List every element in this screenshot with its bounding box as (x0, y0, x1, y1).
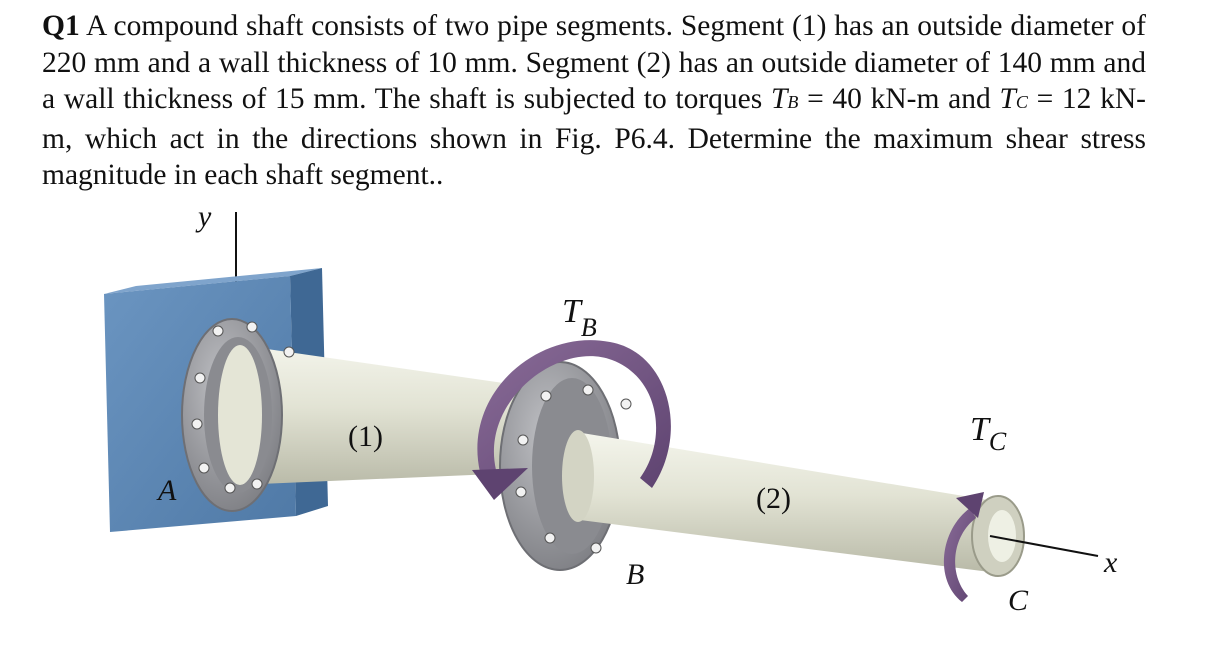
torque-tc-label: TC (970, 411, 1007, 456)
torque-tb-label-letter: T (562, 293, 583, 330)
torque-tc-label-letter: T (970, 411, 991, 448)
shaft-segment-2 (562, 430, 990, 572)
segment-1-label: (1) (348, 420, 383, 453)
x-axis-label: x (1103, 546, 1118, 579)
torque-tb-label-sub: B (581, 313, 597, 342)
x-axis-line (989, 535, 1099, 557)
torque-tb-label: TB (562, 293, 597, 342)
y-axis-label: y (195, 200, 212, 233)
torque-tc-label-sub: C (989, 427, 1007, 456)
point-b-label: B (626, 558, 644, 591)
wall-flange (181, 318, 283, 512)
torque-arrow-tb (472, 340, 671, 500)
problem-statement: Q1 A compound shaft consists of two pipe… (42, 8, 1146, 194)
wall-flange-bolts (191, 321, 295, 494)
torque-tc-letter: T (999, 83, 1016, 115)
torque-tb-letter: T (770, 83, 788, 115)
torque-tc-symbol: TC (999, 83, 1027, 115)
torque-tb-symbol: TB (771, 83, 798, 115)
segment-2-label: (2) (756, 482, 791, 515)
shaft-end-c (971, 495, 1025, 577)
question-number: Q1 (42, 10, 80, 42)
torque-arrow-tc (943, 492, 984, 602)
problem-text-3: = 12 kN-m, which act in the directions s… (42, 83, 1147, 191)
point-a-label: A (156, 474, 177, 507)
torque-tb-subscript: B (787, 92, 799, 112)
point-c-label: C (1008, 584, 1029, 617)
problem-text-1: A compound shaft consists of two pipe se… (42, 10, 1146, 115)
torque-tc-subscript: C (1015, 92, 1028, 112)
problem-text-2: = 40 kN-m and (798, 83, 1000, 115)
